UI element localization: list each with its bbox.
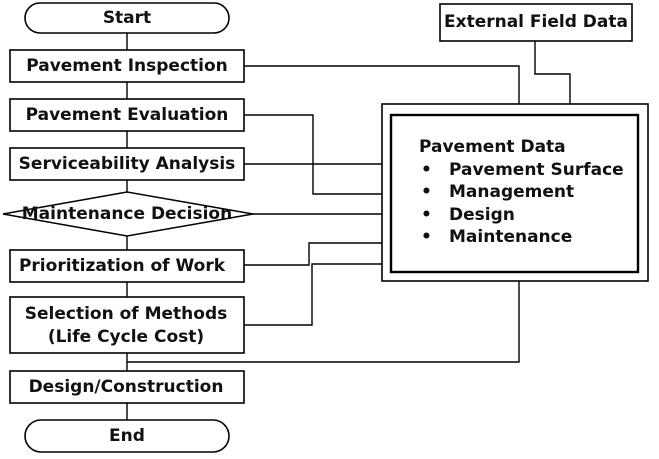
serviceability-analysis-step: Serviceability Analysis: [9, 147, 245, 181]
bullet-1: •: [421, 160, 432, 180]
bullet-2: •: [421, 182, 432, 202]
pavement-evaluation-step: Pavement Evaluation: [9, 98, 245, 132]
design-construction-label: Design/Construction: [29, 377, 224, 397]
serviceability-analysis-label: Serviceability Analysis: [19, 154, 236, 174]
start-terminal: Start: [24, 2, 230, 34]
selection-line-2: (Life Cycle Cost): [48, 327, 204, 347]
pavement-data-box: Pavement Data • Pavement Surface • Manag…: [381, 103, 649, 282]
pavement-data-item-design: Design: [449, 205, 515, 225]
design-construction-step: Design/Construction: [9, 370, 245, 404]
external-field-data-label: External Field Data: [444, 12, 628, 32]
pavement-data-item-management: Management: [449, 182, 574, 202]
end-terminal: End: [24, 419, 230, 453]
pavement-data-title: Pavement Data: [419, 137, 566, 157]
prioritization-step: Prioritization of Work: [9, 249, 245, 283]
start-label: Start: [103, 8, 151, 28]
pavement-evaluation-label: Pavement Evaluation: [26, 105, 229, 125]
end-label: End: [109, 426, 145, 446]
external-field-data-box: External Field Data: [439, 3, 633, 42]
bullet-4: •: [421, 227, 432, 247]
pavement-data-item-surface: Pavement Surface: [449, 160, 624, 180]
maintenance-decision-diamond: Maintenance Decision: [2, 191, 254, 237]
selection-line-1: Selection of Methods: [25, 304, 228, 324]
maintenance-decision-label: Maintenance Decision: [22, 204, 232, 224]
data-connectors: [127, 41, 571, 363]
bullet-3: •: [421, 205, 432, 225]
pavement-inspection-label: Pavement Inspection: [26, 56, 228, 76]
pavement-inspection-step: Pavement Inspection: [9, 49, 245, 83]
selection-of-methods-step: Selection of Methods (Life Cycle Cost): [9, 296, 245, 354]
prioritization-label: Prioritization of Work: [19, 256, 226, 276]
pavement-data-item-maintenance: Maintenance: [449, 227, 572, 247]
